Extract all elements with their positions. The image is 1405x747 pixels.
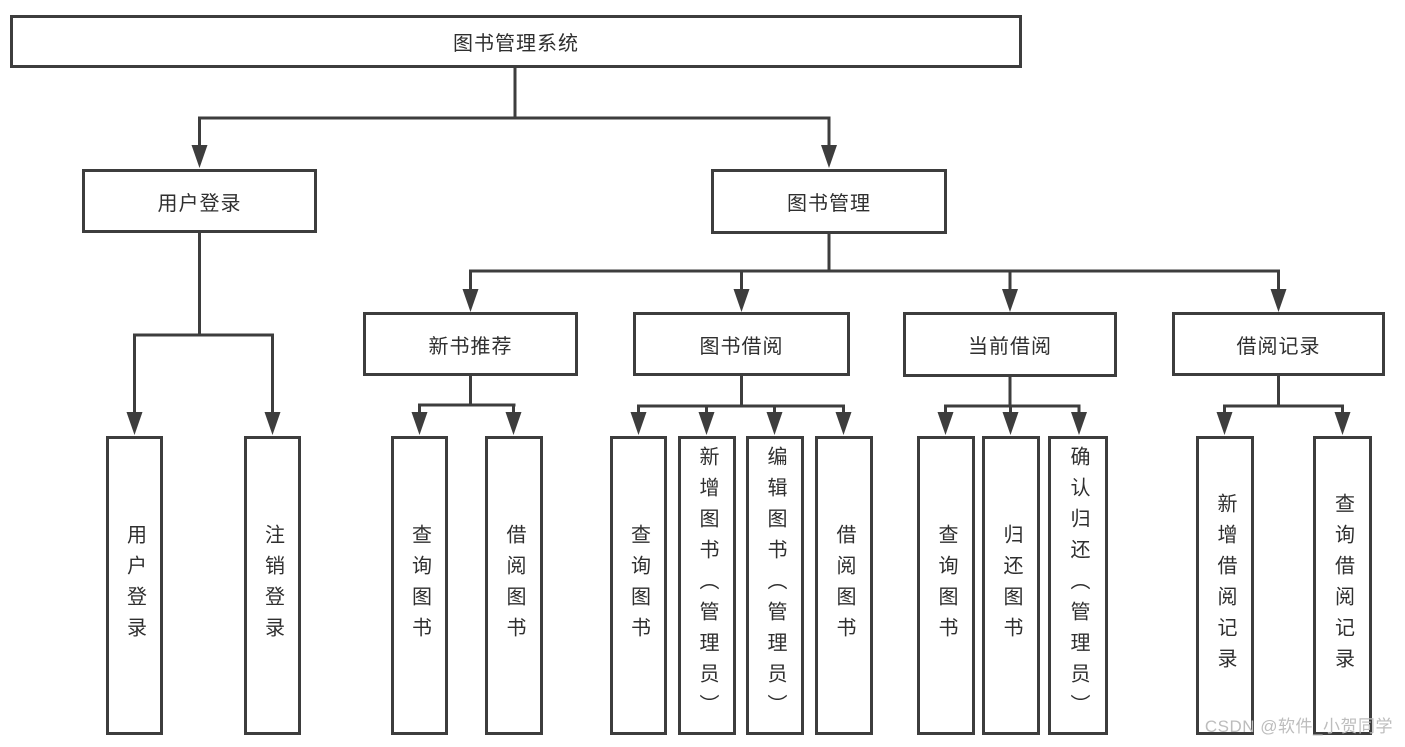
node-new-book-recommend: 新书推荐 bbox=[363, 312, 578, 376]
csdn-watermark: CSDN @软件_小贺同学 bbox=[1204, 717, 1393, 736]
leaf-borrow-books-borrow: 借阅图书 bbox=[815, 436, 873, 735]
node-book-borrow-label: 图书借阅 bbox=[699, 335, 784, 358]
leaf-logout-login: 注销登录 bbox=[244, 436, 301, 735]
leaf-confirm-return-admin-label: 确认归还（管理员） bbox=[1067, 446, 1089, 725]
node-new-book-recommend-label: 新书推荐 bbox=[428, 335, 513, 358]
leaf-user-login: 用户登录 bbox=[106, 436, 163, 735]
leaf-query-books-recommend-label: 查询图书 bbox=[408, 523, 431, 648]
leaf-borrow-books-recommend: 借阅图书 bbox=[485, 436, 543, 735]
node-current-borrow-label: 当前借阅 bbox=[968, 336, 1052, 358]
node-book-management: 图书管理 bbox=[711, 169, 947, 234]
leaf-add-books-admin: 新增图书（管理员） bbox=[678, 436, 736, 735]
node-borrow-records-label: 借阅记录 bbox=[1236, 335, 1321, 358]
leaf-query-books-borrow: 查询图书 bbox=[610, 436, 667, 735]
node-user-login: 用户登录 bbox=[82, 169, 317, 233]
leaf-borrow-books-recommend-label: 借阅图书 bbox=[503, 523, 525, 648]
leaf-confirm-return-admin: 确认归还（管理员） bbox=[1048, 436, 1108, 735]
node-root: 图书管理系统 bbox=[10, 15, 1022, 68]
node-book-borrow: 图书借阅 bbox=[633, 312, 850, 376]
leaf-edit-books-admin: 编辑图书（管理员） bbox=[746, 436, 804, 735]
leaf-edit-books-admin-label: 编辑图书（管理员） bbox=[764, 446, 786, 725]
leaf-query-books-borrow-label: 查询图书 bbox=[627, 523, 650, 648]
leaf-query-borrow-record-label: 查询借阅记录 bbox=[1331, 492, 1354, 679]
leaf-query-books-recommend: 查询图书 bbox=[391, 436, 448, 735]
node-borrow-records: 借阅记录 bbox=[1172, 312, 1385, 376]
leaf-add-borrow-record: 新增借阅记录 bbox=[1196, 436, 1254, 735]
leaf-add-borrow-record-label: 新增借阅记录 bbox=[1214, 492, 1236, 679]
leaf-query-books-current: 查询图书 bbox=[917, 436, 975, 735]
leaf-user-login-label: 用户登录 bbox=[123, 523, 146, 648]
leaf-return-books-label: 归还图书 bbox=[1000, 523, 1022, 648]
leaf-return-books: 归还图书 bbox=[982, 436, 1040, 735]
node-user-login-label: 用户登录 bbox=[157, 192, 242, 215]
leaf-logout-login-label: 注销登录 bbox=[261, 523, 284, 648]
node-book-management-label: 图书管理 bbox=[787, 193, 871, 215]
leaf-borrow-books-borrow-label: 借阅图书 bbox=[833, 523, 855, 648]
node-root-label: 图书管理系统 bbox=[453, 33, 579, 55]
node-current-borrow: 当前借阅 bbox=[903, 312, 1117, 377]
leaf-add-books-admin-label: 新增图书（管理员） bbox=[696, 446, 718, 725]
leaf-query-borrow-record: 查询借阅记录 bbox=[1313, 436, 1372, 735]
leaf-query-books-current-label: 查询图书 bbox=[935, 523, 957, 648]
